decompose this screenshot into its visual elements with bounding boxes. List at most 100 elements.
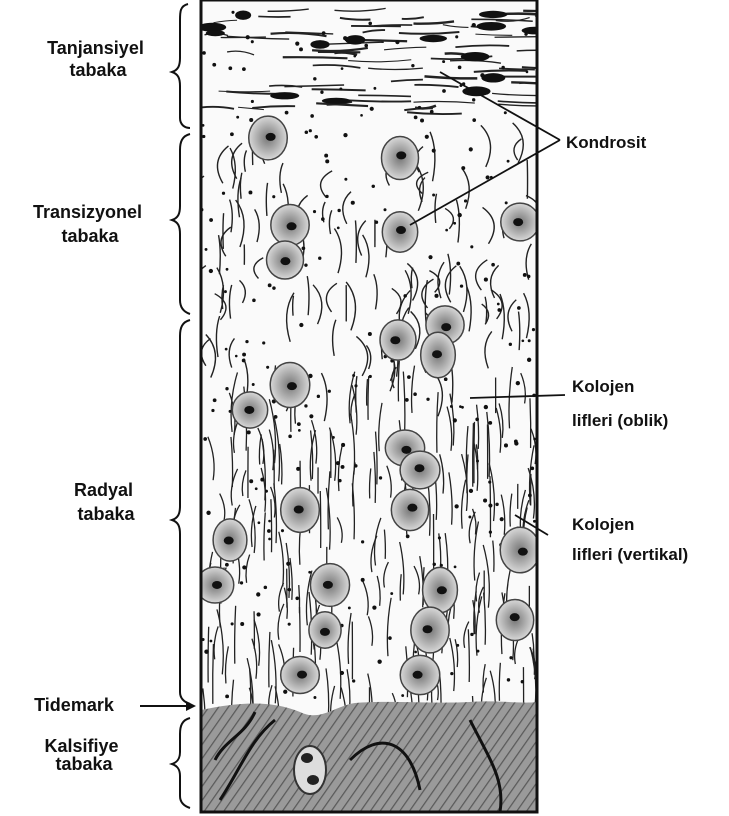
fiber <box>530 398 531 448</box>
dot <box>288 623 291 626</box>
dot <box>343 133 347 137</box>
dot <box>310 114 314 118</box>
fiber <box>522 67 568 68</box>
chondrocyte <box>400 451 440 489</box>
dot <box>211 409 214 412</box>
dot <box>472 118 476 122</box>
fiber <box>208 627 209 683</box>
dot <box>413 392 417 396</box>
dot <box>425 135 429 139</box>
label-radial-layer: Radyal tabaka <box>74 480 138 524</box>
dot <box>472 23 476 27</box>
dot <box>354 464 357 467</box>
dot <box>373 87 376 90</box>
dot <box>453 418 457 422</box>
dot <box>328 390 331 393</box>
dot <box>395 40 399 44</box>
dot <box>251 40 254 43</box>
dot <box>314 135 318 139</box>
dot <box>320 91 323 94</box>
tidemark-arrow <box>140 701 196 711</box>
dot <box>504 111 507 114</box>
dot <box>297 422 301 426</box>
dot <box>240 581 243 584</box>
dot <box>265 490 268 493</box>
fiber <box>535 13 574 16</box>
dot <box>251 100 254 103</box>
dot <box>420 119 424 123</box>
dot <box>209 218 213 222</box>
dot <box>364 44 368 48</box>
dot <box>457 213 461 217</box>
dot <box>304 404 307 407</box>
dot <box>317 395 320 398</box>
dot <box>321 217 325 221</box>
calcified-cell <box>294 746 326 794</box>
chondrocyte <box>309 612 341 648</box>
dot <box>433 563 436 566</box>
dot <box>308 571 311 574</box>
fiber <box>312 89 366 90</box>
dot <box>272 195 275 198</box>
dot <box>516 381 520 385</box>
chondrocyte <box>270 363 310 408</box>
dot <box>202 135 205 138</box>
dot <box>524 32 527 35</box>
dot <box>325 195 328 198</box>
chondrocyte <box>500 527 540 573</box>
dot <box>497 308 501 312</box>
dot <box>288 435 292 439</box>
dot <box>332 436 335 439</box>
dot <box>460 284 463 287</box>
dot <box>242 565 246 569</box>
dot <box>459 405 462 408</box>
dot <box>283 690 287 694</box>
dot <box>442 60 445 63</box>
dot <box>428 255 432 259</box>
dot <box>304 263 307 266</box>
flat-cell <box>481 73 505 82</box>
dot <box>298 429 301 432</box>
dot <box>351 201 355 205</box>
dot <box>505 201 508 204</box>
dot <box>491 263 495 267</box>
dot <box>472 98 475 101</box>
dot <box>507 160 510 163</box>
dot <box>480 73 484 77</box>
dot <box>488 421 492 425</box>
dot <box>225 348 228 351</box>
label-tangential-layer: Tanjansiyel tabaka <box>47 38 149 80</box>
dot <box>495 503 498 506</box>
tissue-column <box>193 0 577 812</box>
dot <box>203 437 207 441</box>
dot <box>379 476 382 479</box>
dot <box>249 191 253 195</box>
dot <box>489 531 492 534</box>
dot <box>523 273 527 277</box>
chondrocyte <box>421 332 456 377</box>
dot <box>222 192 225 195</box>
dot <box>240 622 244 626</box>
flat-cell <box>479 11 507 18</box>
dot <box>226 268 229 271</box>
dot <box>325 159 329 163</box>
dot <box>470 633 473 636</box>
dot <box>501 66 504 69</box>
flat-cell <box>420 35 447 42</box>
dot <box>236 116 239 119</box>
dot <box>225 563 229 567</box>
fiber <box>300 607 301 652</box>
dot <box>354 384 357 387</box>
dot <box>352 374 355 377</box>
label-transitional-layer: Transizyonel tabaka <box>33 202 147 246</box>
dot <box>230 132 234 136</box>
dot <box>337 227 340 230</box>
dot <box>361 540 364 543</box>
chondrocyte <box>213 519 247 561</box>
dot <box>440 564 443 567</box>
dot <box>324 154 328 158</box>
dot <box>468 515 471 518</box>
dot <box>338 479 342 483</box>
dot <box>477 650 480 653</box>
dot <box>296 467 300 471</box>
